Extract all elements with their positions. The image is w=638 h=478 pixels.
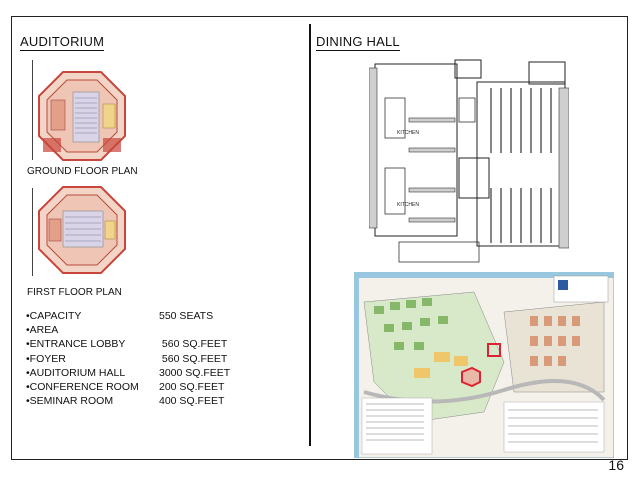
spec-value: 560 SQ.FEET [159,338,228,351]
spec-label: •CONFERENCE ROOM [26,381,139,394]
spec-label: •CAPACITY [26,310,82,322]
auditorium-highlight [461,366,481,388]
kitchen-label-bottom: KITCHEN [397,202,419,208]
first-floor-plan-image [38,186,126,274]
first-floor-caption: FIRST FLOOR PLAN [27,287,122,298]
left-rule-top [32,60,33,160]
spec-value: 560 SQ.FEET [159,352,228,365]
slide-frame [11,16,628,460]
spec-row: •CAPACITY 550 SEATS [26,309,230,323]
spec-value: 200 SQ.FEET [159,381,225,394]
campus-map-image [354,272,614,458]
spec-row: •ENTRANCE LOBBY 560 SQ.FEET [26,337,230,351]
spec-label: •AUDITORIUM HALL [26,366,126,379]
auditorium-heading: AUDITORIUM [20,34,105,51]
spec-label: •AREA [26,324,59,337]
spec-label: •FOYER [26,352,66,365]
spec-row: •AUDITORIUM HALL 3000 SQ.FEET [26,366,230,380]
spec-label: •SEMINAR ROOM [26,395,114,408]
spec-row: •AREA [26,323,230,337]
spec-row: •CONFERENCE ROOM 200 SQ.FEET [26,380,230,394]
kitchen-label-top: KITCHEN [397,130,419,136]
spec-row: •SEMINAR ROOM 400 SQ.FEET [26,394,230,408]
spec-label: •ENTRANCE LOBBY [26,338,126,351]
spec-row: •FOYER 560 SQ.FEET [26,352,230,366]
auditorium-specs-list: •CAPACITY 550 SEATS •AREA •ENTRANCE LOBBY… [26,309,230,408]
ground-floor-plan-image [38,71,126,161]
dining-hall-heading: DINING HALL [316,34,400,51]
column-divider [309,24,311,446]
dining-hall-plan-image: KITCHEN KITCHEN [369,58,569,266]
dining-hall-highlight [487,343,501,357]
page-number: 16 [608,457,624,473]
spec-value: 400 SQ.FEET [159,395,225,408]
left-rule-bottom [32,188,33,276]
spec-value: 3000 SQ.FEET [159,366,231,379]
ground-floor-caption: GROUND FLOOR PLAN [27,166,138,177]
spec-value: 550 SEATS [159,310,214,322]
